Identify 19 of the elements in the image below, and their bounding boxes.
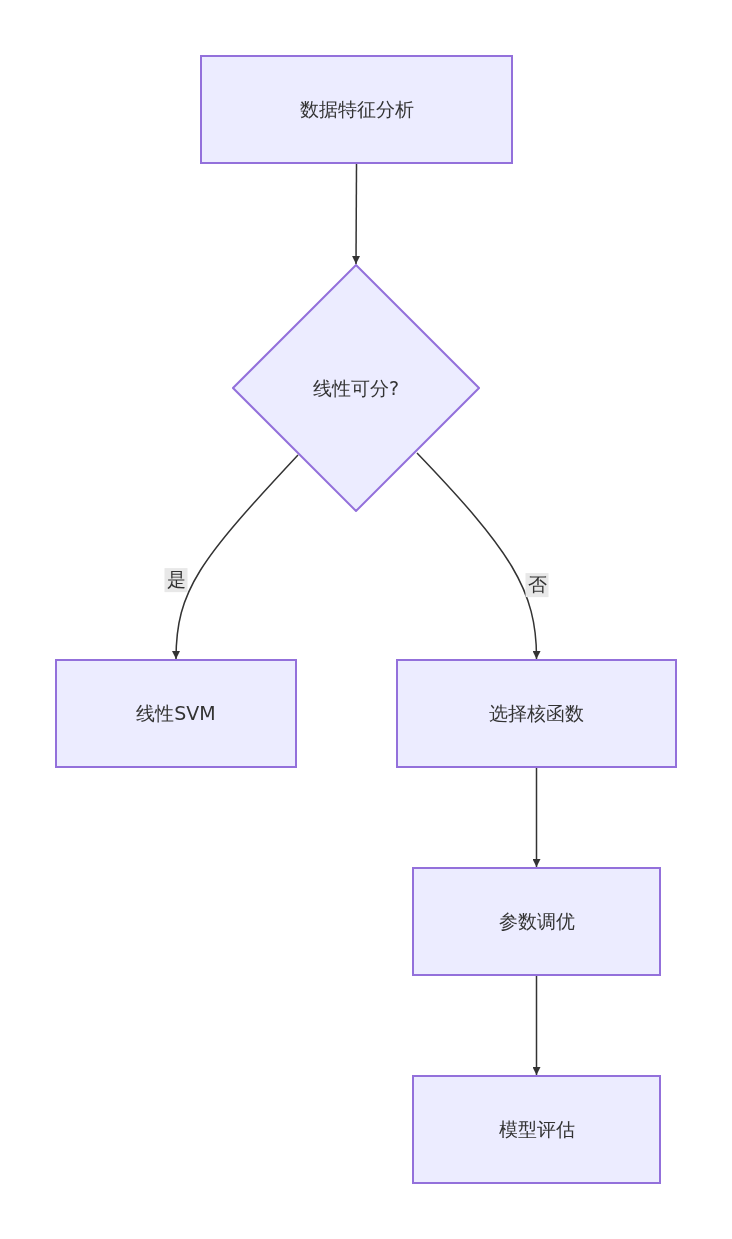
process-box	[412, 867, 661, 976]
node-label: 模型评估	[497, 1117, 576, 1143]
arrow	[416, 452, 541, 660]
process-box	[396, 659, 677, 768]
node-label: 线性SVM	[135, 701, 217, 727]
process-box	[200, 55, 513, 164]
decision-diamond	[232, 264, 480, 512]
arrow	[532, 767, 541, 868]
edge-label: 否	[525, 573, 549, 597]
process-box	[55, 659, 297, 768]
node-label: 参数调优	[497, 909, 576, 935]
process-box	[412, 1075, 661, 1184]
node-label: 选择核函数	[488, 701, 585, 727]
arrow	[172, 454, 299, 660]
node-label: 线性可分?	[311, 375, 401, 401]
arrow	[532, 975, 541, 1076]
arrow	[352, 163, 361, 265]
edge-label: 是	[164, 568, 188, 592]
node-label: 数据特征分析	[298, 97, 415, 123]
